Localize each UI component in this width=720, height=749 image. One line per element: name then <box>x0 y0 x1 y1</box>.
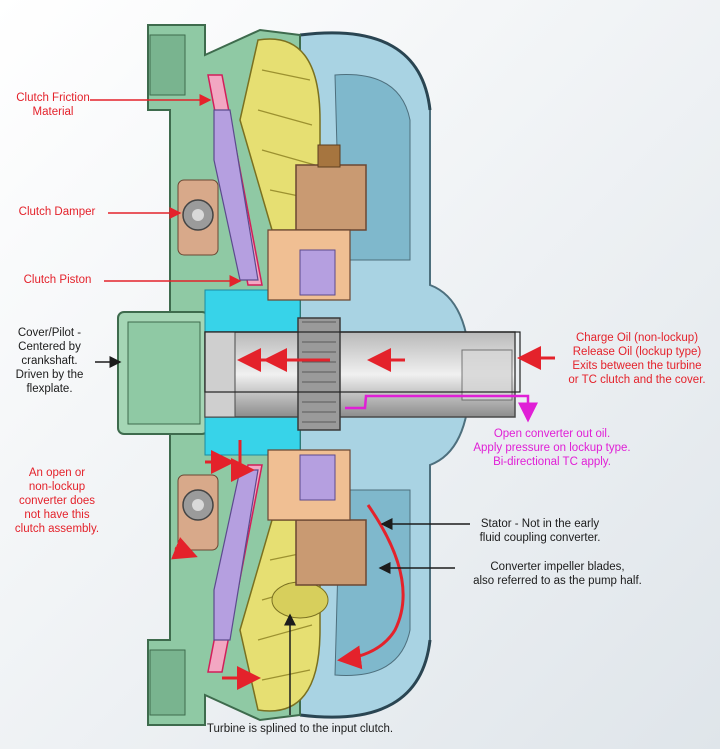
label-stator: Stator - Not in the early fluid coupling… <box>479 518 601 544</box>
label-clutch-damper: Clutch Damper <box>18 206 96 218</box>
cover-lug-top <box>149 34 186 96</box>
input-shaft <box>204 317 521 431</box>
lockup-clutch <box>177 74 263 673</box>
label-clutch-friction: Clutch Friction Material <box>16 92 90 118</box>
open-converter-out-arrow <box>345 394 538 423</box>
input-spline-gear <box>297 317 341 431</box>
label-clutch-piston: Clutch Piston <box>23 274 92 286</box>
stator-bottom <box>295 519 367 586</box>
stator-hub <box>267 144 367 586</box>
clutch-piston <box>213 109 259 281</box>
stator-top <box>295 164 367 231</box>
flow-arrow <box>231 440 255 482</box>
flow-arrow <box>337 504 405 670</box>
label-turbine: Turbine is splined to the input clutch. <box>206 723 394 735</box>
label-open-converter-out: Open converter out oil. Apply pressure o… <box>473 428 631 468</box>
label-impeller: Converter impeller blades, also referred… <box>473 561 642 587</box>
label-charge-oil: Charge Oil (non-lockup) Release Oil (loc… <box>568 332 706 386</box>
leader-lines <box>90 94 470 715</box>
oil-flow-arrows <box>171 346 555 690</box>
label-open-converter-note: An open or non-lockup converter does not… <box>14 467 100 535</box>
label-cover-pilot: Cover/Pilot - Centered by crankshaft. Dr… <box>15 327 84 395</box>
cover-lug-bottom <box>149 649 186 716</box>
flow-arrow <box>171 537 198 560</box>
